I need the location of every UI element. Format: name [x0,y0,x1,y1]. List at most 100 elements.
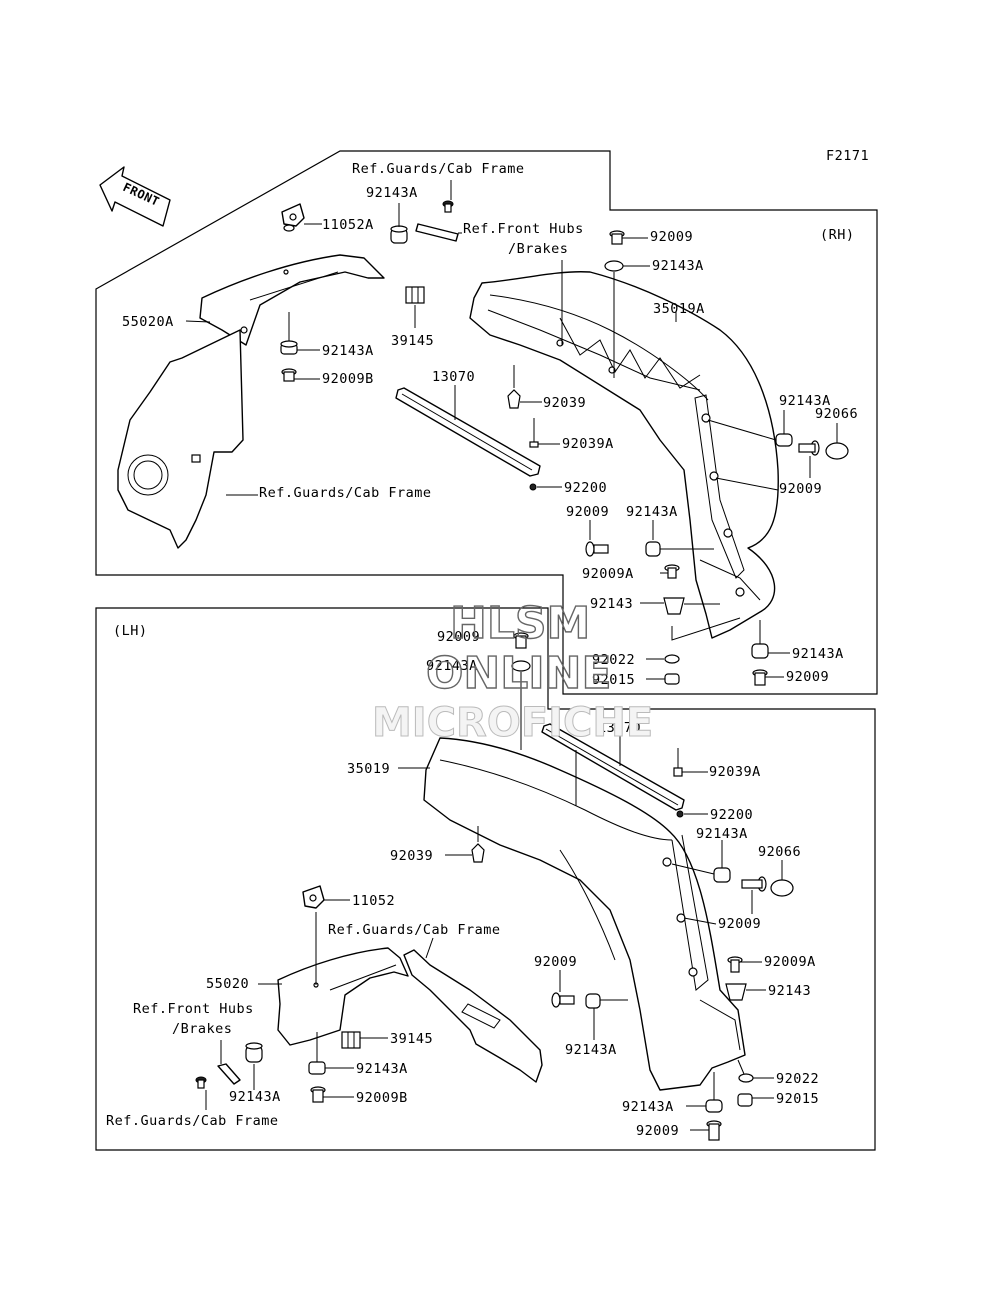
rh-bolt-92009-top [609,230,648,245]
rh-grommet-92143 [640,597,720,615]
rh-nut-92143A-low [645,520,714,557]
rh-label-92009-low: 92009 [566,504,609,520]
rh-label-35019A: 35019A [653,301,705,317]
rh-label-92200: 92200 [564,480,607,496]
rh-ref-guards-lower: Ref.Guards/Cab Frame [259,485,432,501]
lh-label-92143: 92143 [768,983,811,999]
lh-washer-92022 [737,1059,774,1083]
rh-washer-92022 [646,654,680,664]
rh-rivet-92200 [529,483,562,491]
rh-grommet-92143A [604,260,650,378]
rh-bolt-92009A [660,564,680,579]
rh-ref-bolt-top [442,200,454,213]
rh-label-92143A-grommet: 92143A [652,258,704,274]
lh-nut-92143A-bottom [686,1072,723,1113]
rh-ref-front-hubs-1: Ref.Front Hubs [463,221,584,237]
lh-label-92066: 92066 [758,844,801,860]
lh-label-13070: 13070 [598,720,641,736]
rh-ref-front-hubs-2: /Brakes [508,241,568,257]
rh-bolt-92009-right [715,440,820,491]
rh-grommet-92143A-top [390,203,408,244]
watermark-line-3: MICROFICHE [372,700,653,746]
lh-label-39145: 39145 [390,1031,433,1047]
lh-ref-front-hubs-2: /Brakes [172,1021,232,1037]
lh-bolt-92009A [727,956,762,973]
lh-section-frame [95,607,876,1151]
lh-label-92039: 92039 [390,848,433,864]
rh-label-11052A: 11052A [322,217,374,233]
rh-label-92009-bottom: 92009 [786,669,829,685]
rh-label-92009B: 92009B [322,371,374,387]
rh-splash-guard-55020A [199,254,385,346]
rh-ref-guards-top: Ref.Guards/Cab Frame [352,161,525,177]
rh-label-92066: 92066 [815,406,858,422]
lh-side-label: (LH) [113,623,148,639]
lh-grommet-92143 [725,983,766,1001]
rh-clip-39145 [405,286,425,328]
lh-label-92009-right: 92009 [718,916,761,932]
rh-label-92009-right: 92009 [779,481,822,497]
rh-label-55020A: 55020A [122,314,174,330]
lh-label-92009-bottom: 92009 [636,1123,679,1139]
lh-bolt-92009 [551,970,575,1008]
lh-nut-92143A-right [671,840,731,883]
lh-bracket-11052 [302,885,350,909]
rh-label-92143A-right: 92143A [779,393,831,409]
lh-label-92200: 92200 [710,807,753,823]
rh-label-92009A: 92009A [582,566,634,582]
lh-ref-front-hubs-1: Ref.Front Hubs [133,1001,254,1017]
watermark-line-2: ONLINE [426,648,612,699]
rh-trim-13070 [395,385,541,477]
lh-label-92143A-bottom: 92143A [622,1099,674,1115]
rh-bolt-92009-bottom [752,669,784,686]
lh-fender-35019 [398,737,746,1091]
rh-label-13070: 13070 [432,369,475,385]
rh-label-92143A-bottom: 92143A [792,646,844,662]
lh-bolt-92009B [310,1086,354,1103]
lh-grommet-92143A-top [511,660,531,750]
lh-splash-guard-55020 [258,912,409,1046]
lh-label-35019: 35019 [347,761,390,777]
rh-side-label: (RH) [820,227,855,243]
rh-label-92143A-mid: 92143A [322,343,374,359]
lh-label-92015: 92015 [776,1091,819,1107]
rh-rivet-92039A [529,418,560,448]
rh-label-92143A-top: 92143A [366,185,418,201]
lh-nut-92143A-center [308,1032,354,1075]
lh-label-92143A-center: 92143A [356,1061,408,1077]
lh-label-92039A: 92039A [709,764,761,780]
lh-rivet-92200 [676,810,708,818]
lh-label-92143A-right: 92143A [696,826,748,842]
rh-label-92015: 92015 [592,672,635,688]
rh-nut-92015 [646,673,680,685]
rh-cap-92066 [825,423,849,460]
lh-label-92009-top: 92009 [437,629,480,645]
rh-inner-guard-panel [117,326,248,549]
lh-ref-guards-mid: Ref.Guards/Cab Frame [328,922,501,938]
lh-clip-39145 [341,1031,388,1049]
rh-front-hub-bracket [415,223,462,242]
rh-push-rivet-92039 [507,365,542,409]
lh-ref-bolt-bottom [195,1076,207,1110]
lh-label-92143A-low: 92143A [565,1042,617,1058]
lh-front-hub-bracket [217,1040,241,1085]
lh-bolt-92009-top [513,632,529,649]
rh-bolt-92009B [281,368,320,382]
front-direction-arrow-icon: FRONT [99,166,171,227]
rh-label-39145: 39145 [391,333,434,349]
rh-label-92039A: 92039A [562,436,614,452]
rh-label-92143A-low: 92143A [626,504,678,520]
lh-ref-guards-bottom: Ref.Guards/Cab Frame [106,1113,279,1129]
lh-label-92009A: 92009A [764,954,816,970]
lh-label-11052: 11052 [352,893,395,909]
lh-cap-92066 [770,860,794,897]
rh-section-frame [95,150,878,695]
rh-nut-92143A-right [707,410,793,447]
rh-label-92022: 92022 [592,652,635,668]
lh-bolt-92009-bottom [690,1120,722,1141]
rh-bracket-11052A [281,203,322,232]
figure-code: F2171 [826,148,869,164]
watermark-line-1: HLSM [450,598,590,649]
lh-grommet-92143A-left [245,1042,263,1090]
